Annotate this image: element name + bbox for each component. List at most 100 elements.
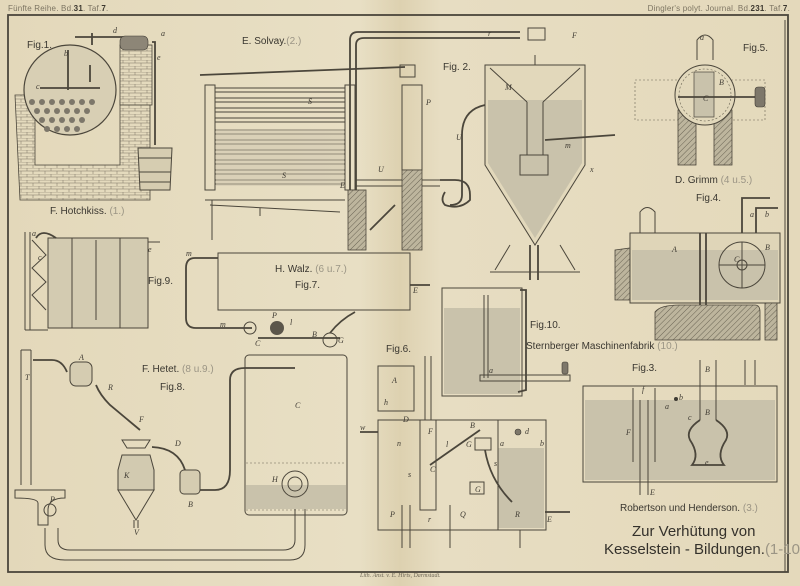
fig6-casing <box>377 419 547 531</box>
fig7-letter-l: l <box>290 318 293 327</box>
fig8-vessel-b <box>179 469 201 495</box>
fig3-author: Robertson und Henderson. <box>620 503 741 514</box>
fig5-letter-b: B <box>719 78 724 87</box>
fig3-outer-tube-f <box>632 388 656 462</box>
fig8-outlet-h <box>281 470 309 498</box>
fig6-letter-a2: a <box>500 439 504 448</box>
fig2-letter-u: U <box>378 165 385 174</box>
fig8-letter-v: V <box>134 528 140 537</box>
fig2-letter-f: F <box>571 31 577 40</box>
fig5-pulley <box>754 86 766 108</box>
fig6-cylinder-a <box>377 365 415 412</box>
fig10-valve <box>561 361 569 375</box>
fig4-letter-a: a <box>750 210 754 219</box>
fig8-letter-a: A <box>78 353 84 362</box>
fig6-letter-s: s <box>494 459 497 468</box>
fig2-letter-r: r <box>488 29 492 38</box>
fig9-tank <box>47 237 149 329</box>
fig5-rivets <box>678 68 732 122</box>
fig2-water-tubes <box>216 129 344 186</box>
fig7-valve <box>243 321 257 335</box>
fig8-funnel-f <box>121 439 151 449</box>
fig8-boiler-c <box>244 354 348 516</box>
fig8-drawing: T A R F D K B V C H P <box>14 349 348 561</box>
fig1-letter-d: d <box>113 26 118 35</box>
fig1-letter-e: e <box>157 53 161 62</box>
fig8-vessel-a <box>69 361 93 387</box>
fig3-caption: Robertson und Henderson. (3.) <box>620 503 758 514</box>
fig1-letter-b: b <box>64 49 68 58</box>
header-series-volume: 31 <box>73 4 83 13</box>
fig7-letter-m: m <box>186 249 192 258</box>
fig2-stand <box>205 199 345 240</box>
fig4-right-pier <box>764 302 778 341</box>
fig6-legs <box>401 505 521 548</box>
fig7-riser <box>329 311 356 334</box>
fig7-gauge-g <box>322 332 338 348</box>
fig5-letter-a: a <box>700 33 704 42</box>
fig1-down-pipe <box>152 41 156 145</box>
header-journal-plate-prefix: . Taf. <box>764 4 783 13</box>
fig10-author: Sternberger Maschinenfabrik <box>526 341 655 352</box>
fig9-letter-c: c <box>38 253 42 262</box>
fig8-caption: F. Hetet. (8 u.9.) <box>142 364 214 375</box>
fig10-side-pipe <box>517 289 527 393</box>
fig6-letter-g: G <box>466 440 472 449</box>
fig2-letter-u2: U <box>456 133 463 142</box>
fig10-water <box>444 308 520 394</box>
fig8-letter-k: K <box>123 471 130 480</box>
fig7-letter-c: C <box>255 339 261 348</box>
fig7-drawing: m m P l B G C E <box>185 249 430 348</box>
fig9-standpipe <box>24 232 48 331</box>
fig2-separator-water <box>488 100 582 238</box>
fig2-right-pier <box>401 169 423 251</box>
fig8-pump-p <box>43 503 57 517</box>
fig1-author: F. Hotchkiss. <box>50 206 107 217</box>
header-journal-volume: 231 <box>750 4 765 13</box>
fig8-letter-h: H <box>271 475 279 484</box>
header-journal-suffix: . <box>787 4 790 13</box>
fig6-letter-r2: r <box>428 515 432 524</box>
fig9-baffles <box>71 238 121 328</box>
header-series-plate: 7 <box>101 4 107 13</box>
fig5-drawing: a B C <box>634 33 766 166</box>
fig1-barrel-hoops <box>139 157 171 183</box>
fig1-letter-c: c <box>36 82 40 91</box>
fig7-pump-p <box>270 321 284 335</box>
fig8-letter-r: R <box>107 383 113 392</box>
fig4-label: Fig.4. <box>696 193 722 204</box>
fig6-letter-g2: G <box>475 485 481 494</box>
fig1-letter-a: a <box>161 29 165 38</box>
fig8-letter-t: T <box>25 373 30 382</box>
fig4-flange <box>699 233 707 305</box>
fig2-top-rod <box>199 66 406 76</box>
fig3-tube-x <box>744 360 756 385</box>
fig5-label: Fig.5. <box>743 43 769 54</box>
fig3-point-b <box>674 397 678 401</box>
fig2-letter-p: P <box>425 98 431 107</box>
header-journal: Dingler's polyt. Journal. Bd.231. Taf.7. <box>648 4 790 13</box>
fig8-outlet-h-inner <box>287 476 303 492</box>
fig1-caption: F. Hotchkiss. (1.) <box>50 206 124 217</box>
fig3-letter-f: F <box>625 428 631 437</box>
fig7-letter-m2: m <box>220 320 226 329</box>
fig3-tube-b <box>699 360 717 420</box>
fig6-label: Fig.6. <box>386 344 412 355</box>
fig8-pipe-d <box>151 446 186 471</box>
fig4-left-wall <box>614 247 631 301</box>
fig1-drum <box>119 35 149 51</box>
fig2-letter-m2: m <box>565 141 571 150</box>
fig3-letter-b2: B <box>705 408 710 417</box>
fig1-brick-pillar <box>119 44 153 106</box>
fig8-column-base <box>14 489 66 526</box>
fig6-letter-b2: b <box>540 439 544 448</box>
fig4-letter-c: C <box>734 255 740 264</box>
fig4-wheel-spokes <box>719 242 765 288</box>
fig5-caption: D. Grimm (4 u.5.) <box>675 175 752 186</box>
fig9-letter-a: a <box>32 229 36 238</box>
fig8-letter-f: F <box>138 415 144 424</box>
fig6-column-f <box>419 419 437 511</box>
fig8-return-pipe <box>44 495 306 561</box>
fig6-letter-r: R <box>514 510 520 519</box>
fig2-caption: E. Solvay.(2.) <box>242 36 301 47</box>
